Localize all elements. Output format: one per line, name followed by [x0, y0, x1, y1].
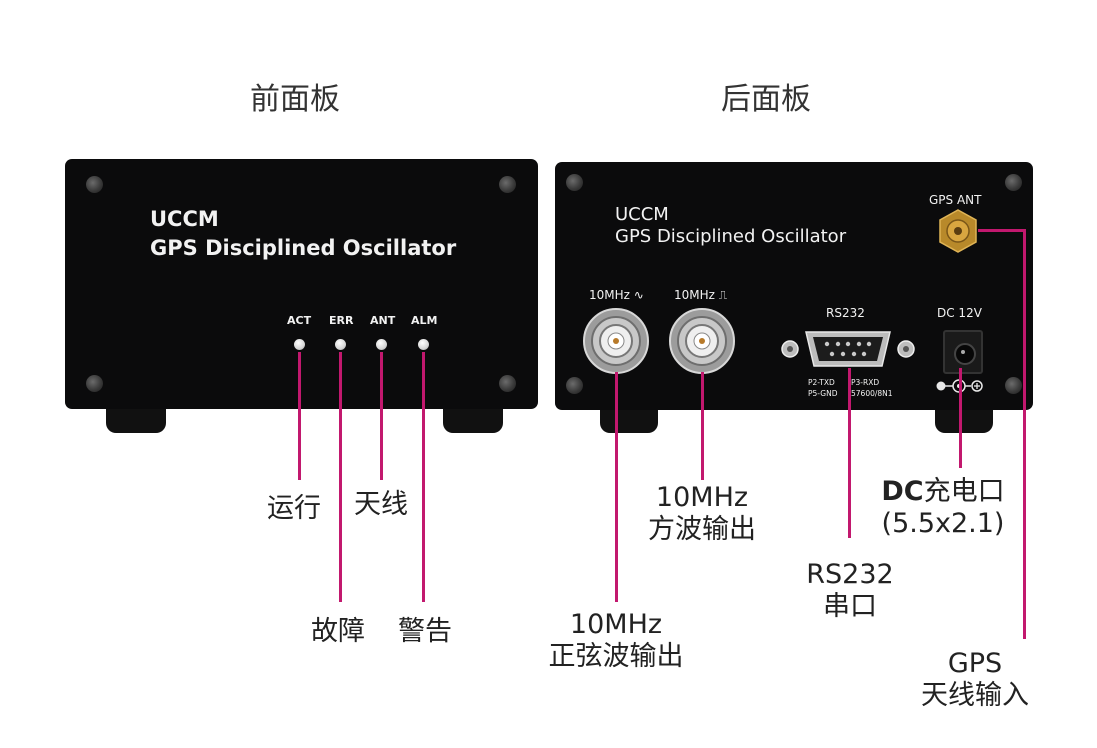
db9-connector-icon	[781, 331, 915, 367]
screw-icon	[499, 375, 516, 392]
screw-icon	[1005, 174, 1022, 191]
led-label-alm: ALM	[411, 314, 438, 327]
screw-icon	[1005, 377, 1022, 394]
square-wave-icon: ⎍	[718, 288, 728, 302]
rear-brand-line1: UCCM	[615, 204, 669, 225]
callout-line-act	[298, 352, 301, 480]
rear-panel-title: 后面板	[721, 82, 811, 117]
front-brand-line2: GPS Disciplined Oscillator	[150, 236, 457, 260]
rs232-pin-txd: P2-TXD	[808, 378, 835, 387]
rs232-pin-gnd: P5-GND	[808, 389, 838, 398]
callout-line-square	[701, 372, 704, 480]
screw-icon	[86, 176, 103, 193]
led-err	[335, 339, 346, 350]
dc-jack-icon	[943, 330, 983, 374]
callout-line-gps-horizontal	[978, 229, 1026, 232]
callout-rs232: RS232 串口	[806, 559, 894, 622]
screw-icon	[86, 375, 103, 392]
front-panel-title: 前面板	[250, 82, 340, 117]
callout-gps: GPS 天线输入	[921, 648, 1029, 711]
callout-line-ant	[380, 352, 383, 480]
dc-label: DC 12V	[937, 306, 982, 320]
sma-connector-icon	[939, 209, 977, 253]
bnc-sine-connector-icon	[583, 308, 649, 374]
front-foot-right	[443, 405, 503, 433]
callout-square: 10MHz 方波输出	[648, 482, 756, 545]
led-label-err: ERR	[329, 314, 354, 327]
callout-line-rs232	[848, 368, 851, 538]
callout-ant: 天线	[354, 489, 408, 520]
callout-err: 故障	[311, 616, 365, 647]
front-brand-line1: UCCM	[150, 207, 219, 231]
callout-act: 运行	[267, 493, 321, 524]
bnc-square-connector-icon	[669, 308, 735, 374]
led-act	[294, 339, 305, 350]
led-label-ant: ANT	[370, 314, 396, 327]
square-output-label: 10MHz ⎍	[674, 288, 728, 302]
rs232-baud: 57600/8N1	[851, 389, 893, 398]
front-foot-left	[106, 405, 166, 433]
callout-alm: 警告	[398, 616, 452, 647]
callout-sine: 10MHz 正弦波输出	[548, 609, 684, 672]
led-label-act: ACT	[287, 314, 312, 327]
callout-line-gps-vertical	[1023, 229, 1026, 639]
callout-line-alm	[422, 352, 425, 602]
screw-icon	[566, 377, 583, 394]
dc-polarity-icon	[936, 379, 983, 393]
callout-line-err	[339, 352, 342, 602]
callout-dc: DC充电口 (5.5x2.1)	[881, 476, 1005, 539]
gps-ant-label: GPS ANT	[929, 193, 982, 207]
rs232-pin-rxd: P3-RXD	[851, 378, 880, 387]
callout-line-sine	[615, 372, 618, 602]
rs232-label: RS232	[826, 306, 865, 320]
screw-icon	[499, 176, 516, 193]
screw-icon	[566, 174, 583, 191]
callout-line-dc	[959, 368, 962, 468]
sine-output-label: 10MHz ∿	[589, 288, 644, 302]
front-panel-case	[65, 159, 538, 409]
led-ant	[376, 339, 387, 350]
led-alm	[418, 339, 429, 350]
rear-brand-line2: GPS Disciplined Oscillator	[615, 226, 847, 247]
sine-wave-icon: ∿	[633, 288, 644, 302]
